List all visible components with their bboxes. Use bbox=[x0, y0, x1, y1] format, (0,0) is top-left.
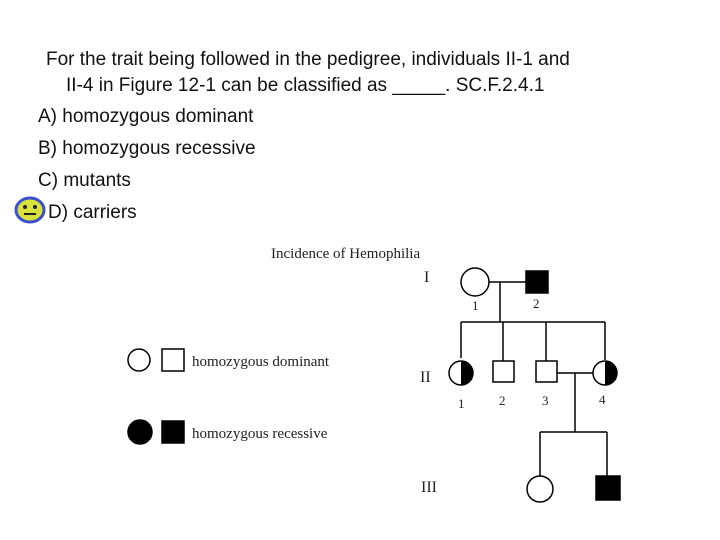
gen2-female-carrier-1 bbox=[448, 360, 474, 386]
gen2-male-unaffected-3 bbox=[535, 360, 558, 383]
gen2-female-carrier-4 bbox=[592, 360, 618, 386]
question-line-1: For the trait being followed in the pedi… bbox=[46, 49, 570, 70]
option-d[interactable]: D) carriers bbox=[48, 202, 137, 223]
option-c[interactable]: C) mutants bbox=[38, 170, 131, 191]
gen1-male-affected bbox=[525, 270, 549, 294]
generation-label-ii: II bbox=[420, 369, 431, 386]
legend-recessive-label: homozygous recessive bbox=[192, 426, 328, 442]
gen1-female-unaffected bbox=[460, 267, 490, 297]
gen3-female-unaffected bbox=[526, 475, 554, 503]
gen2-number-3: 3 bbox=[542, 393, 549, 408]
gen3-male-affected bbox=[595, 475, 621, 501]
question-line-2: II-4 in Figure 12-1 can be classified as… bbox=[66, 75, 545, 96]
gen2-number-1: 1 bbox=[458, 396, 465, 411]
gen2-number-2: 2 bbox=[499, 393, 506, 408]
gen1-number-2: 2 bbox=[533, 296, 540, 311]
legend-recessive-symbols bbox=[127, 419, 185, 445]
generation-label-iii: III bbox=[421, 479, 437, 496]
option-a[interactable]: A) homozygous dominant bbox=[38, 106, 254, 127]
gen1-number-1: 1 bbox=[472, 298, 479, 313]
generation-label-i: I bbox=[424, 269, 429, 286]
option-b[interactable]: B) homozygous recessive bbox=[38, 138, 256, 159]
gen2-male-unaffected-2 bbox=[492, 360, 515, 383]
gen2-number-4: 4 bbox=[599, 392, 606, 407]
legend-dominant-label: homozygous dominant bbox=[192, 354, 330, 370]
figure-title: Incidence of Hemophilia bbox=[271, 246, 420, 262]
legend-dominant-symbols bbox=[127, 348, 185, 372]
smiley-face-icon bbox=[14, 196, 46, 224]
